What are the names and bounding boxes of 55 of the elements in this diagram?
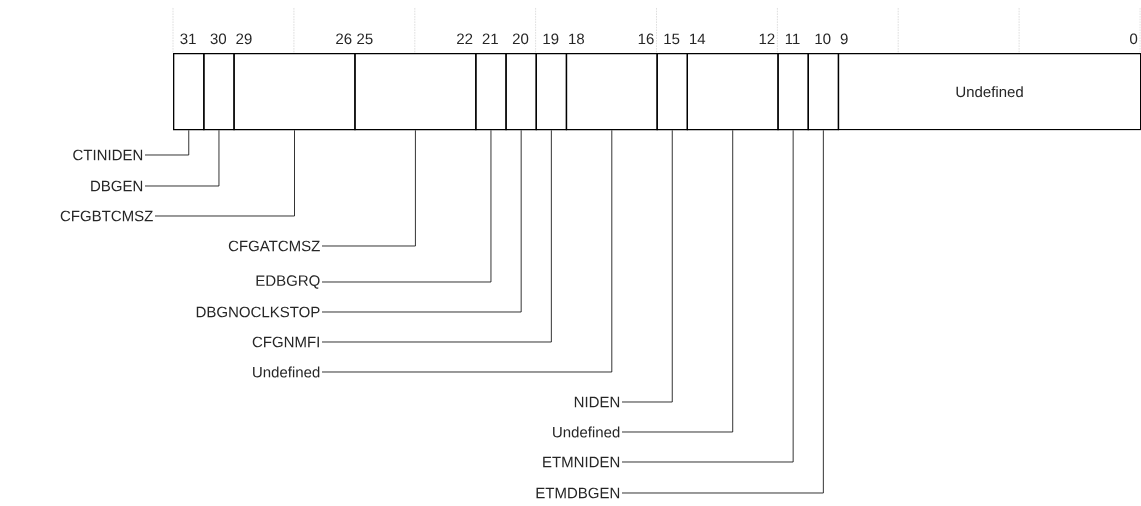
bit-number: 0	[1130, 33, 1138, 45]
bit-number: 18	[569, 33, 585, 45]
bit-number: 15	[664, 33, 680, 45]
leader-line	[621, 129, 734, 433]
bit-number: 26	[336, 33, 352, 45]
field-label: CTINIDEN	[73, 149, 143, 161]
bit-number: 10	[815, 33, 831, 45]
field-label: CFGBTCMSZ	[60, 210, 153, 222]
field-label: CFGNMFI	[252, 336, 319, 348]
bit-number: 14	[690, 33, 706, 44]
bit-field-box	[233, 53, 356, 131]
bit-field-box	[777, 53, 809, 131]
bit-field-box	[565, 53, 658, 131]
bit-field-box	[656, 53, 688, 131]
bit-field-box	[203, 53, 235, 131]
bit-number: 25	[357, 33, 373, 45]
leader-line	[621, 129, 673, 403]
bit-number: 9	[840, 33, 848, 45]
field-label: ETMNIDEN	[543, 456, 620, 468]
bit-field-box: Undefined	[837, 53, 1141, 131]
bit-field-box	[535, 53, 568, 131]
field-label: DBGNOCLKSTOP	[196, 306, 320, 318]
bit-number: 31	[180, 33, 196, 45]
leader-line	[621, 129, 794, 463]
bit-field-box	[686, 53, 779, 131]
bit-field-box	[475, 53, 507, 131]
bit-number: 12	[759, 33, 775, 44]
bit-field-box	[505, 53, 537, 131]
bit-number: 29	[236, 33, 252, 45]
leader-line	[321, 129, 522, 313]
leader-line	[144, 129, 220, 187]
bit-number: 22	[457, 33, 473, 44]
field-label: EDBGRQ	[256, 275, 320, 289]
leader-line	[321, 129, 492, 283]
field-label: DBGEN	[91, 180, 143, 192]
field-label: Undefined	[553, 426, 620, 438]
leader-line	[621, 129, 824, 494]
bit-field-box	[173, 53, 205, 131]
leader-line	[321, 129, 613, 373]
bit-field-box	[354, 53, 477, 131]
bit-number: 19	[543, 33, 559, 45]
bit-number: 21	[482, 33, 498, 44]
leader-line	[144, 129, 190, 156]
field-label: Undefined	[253, 366, 320, 378]
bit-number: 30	[210, 33, 227, 45]
bit-number: 20	[512, 33, 529, 45]
field-label: CFGATCMSZ	[228, 240, 320, 252]
leader-line	[321, 129, 552, 343]
leader-line	[321, 129, 416, 247]
leader-line	[154, 129, 295, 217]
bit-number: 11	[785, 33, 800, 44]
field-label: NIDEN	[574, 396, 620, 408]
bit-field-box	[807, 53, 840, 131]
field-label: ETMDBGEN	[536, 487, 620, 499]
bit-number: 16	[638, 33, 654, 45]
